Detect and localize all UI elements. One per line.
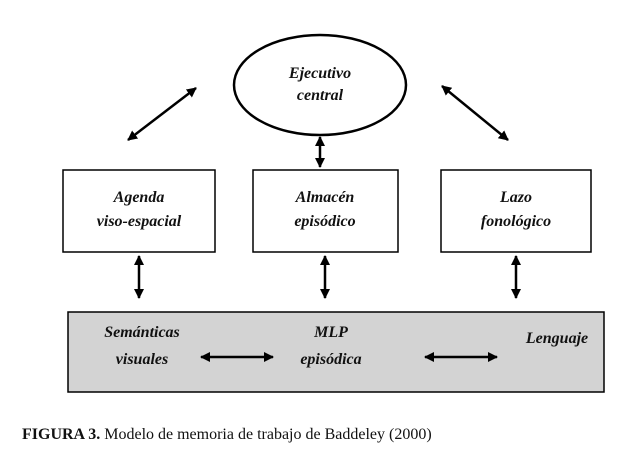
visuospatial-label-line2: viso-espacial [97, 213, 182, 230]
central-executive-label-line2: central [297, 87, 344, 104]
arrow-executive-sketchpad [127, 87, 197, 141]
episodic-buffer-label-line1: Almacén [295, 189, 355, 206]
ltm-episodic-label-line2: episódica [300, 351, 361, 368]
visuospatial-sketchpad-node: Agenda viso-espacial [62, 169, 216, 253]
ltm-semantic-label-line2: visuales [116, 351, 168, 368]
phonological-label-line1: Lazo [499, 189, 532, 206]
figure-caption: FIGURA 3. Modelo de memoria de trabajo d… [22, 426, 432, 444]
figure-caption-label: FIGURA 3. [22, 426, 101, 443]
arrow-executive-phonological [441, 85, 509, 141]
figure-caption-text: Modelo de memoria de trabajo de Baddeley… [100, 426, 432, 443]
ltm-language-label: Lenguaje [525, 330, 588, 347]
episodic-buffer-node: Almacén episódico [252, 169, 399, 253]
central-executive-label-line1: Ejecutivo [288, 65, 351, 82]
ltm-semantic-label-line1: Semánticas [104, 324, 180, 341]
phonological-loop-node: Lazo fonológico [440, 169, 592, 253]
central-executive-node: Ejecutivo central [232, 33, 408, 137]
visuospatial-label-line1: Agenda [113, 189, 165, 206]
episodic-buffer-label-line2: episódico [294, 213, 355, 230]
long-term-memory-band: Semánticas visuales MLP episódica Lengua… [67, 311, 605, 393]
phonological-label-line2: fonológico [481, 213, 551, 230]
ltm-episodic-label-line1: MLP [313, 324, 348, 341]
